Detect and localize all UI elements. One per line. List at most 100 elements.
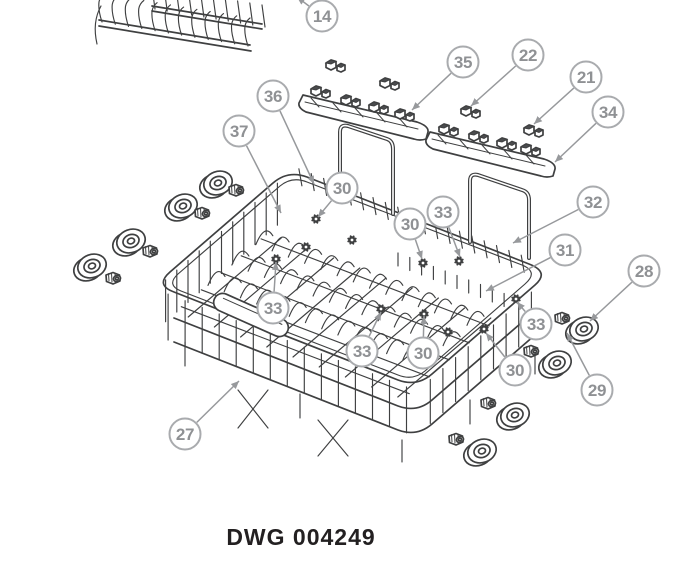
axle-bolt	[142, 244, 160, 258]
upper-tine-rack	[94, 0, 266, 52]
callout-33-bubble	[256, 291, 290, 325]
axle-bolt	[105, 271, 123, 285]
leader-line	[411, 72, 452, 111]
wheel	[69, 249, 111, 286]
axle-bolt	[448, 432, 466, 446]
callout-28-number: 28	[635, 262, 653, 281]
leader-line	[368, 311, 382, 337]
axle-bolt	[523, 344, 541, 358]
callout-30-bubble	[406, 336, 440, 370]
basket-underside-braces	[237, 389, 349, 457]
wheel	[492, 398, 534, 435]
wheel	[534, 346, 576, 383]
callout-30-number: 30	[333, 179, 351, 198]
callout-30-number: 30	[414, 344, 432, 363]
callout-30-bubble	[393, 207, 427, 241]
leader-line	[512, 208, 579, 244]
callout-33-number: 33	[264, 299, 282, 318]
basket-rim-outer	[162, 173, 543, 384]
leader-line	[414, 239, 423, 260]
axle-bolt	[554, 311, 572, 325]
callout-31-bubble	[548, 233, 582, 267]
callout-30-number: 30	[401, 215, 419, 234]
basket-rear-left-wall-wires	[165, 182, 278, 323]
leader-line	[566, 332, 590, 376]
callout-21-number: 21	[577, 68, 595, 87]
callout-30-bubble	[325, 171, 359, 205]
callout-34-bubble	[591, 95, 625, 129]
wall-wire	[165, 182, 278, 323]
leader-line	[279, 110, 315, 185]
callout-33-bubble	[519, 307, 553, 341]
wheel	[459, 434, 501, 471]
callout-14-number: 14	[313, 7, 332, 26]
callout-30-bubble	[498, 353, 532, 387]
callout-21-bubble	[569, 60, 603, 94]
callout-30-number: 30	[506, 361, 524, 380]
mounting-clip	[325, 59, 346, 73]
callout-29-bubble	[580, 373, 614, 407]
leader-line	[516, 301, 526, 312]
callout-37-bubble	[222, 114, 256, 148]
tine-clip	[417, 257, 429, 269]
fold-down-frame-right	[468, 172, 531, 260]
basket-front-wall-wires	[167, 291, 532, 434]
floor-wire	[180, 237, 492, 398]
upper-rack-tine	[98, 0, 266, 47]
wheel	[160, 189, 202, 226]
callout-36-number: 36	[264, 87, 282, 106]
callout-34-number: 34	[599, 103, 618, 122]
tine-clip	[300, 241, 312, 253]
callout-29-number: 29	[588, 381, 606, 400]
callout-31-number: 31	[556, 241, 574, 260]
leader-line	[420, 315, 428, 337]
basket-feet	[184, 341, 536, 463]
mounting-clip	[460, 105, 481, 119]
callout-35-bubble	[446, 45, 480, 79]
basket-floor-grid	[180, 237, 492, 398]
axle-bolt	[228, 183, 246, 197]
callout-33-bubble	[426, 195, 460, 229]
upper-rack-tines	[98, 0, 266, 47]
wall-wire	[167, 291, 532, 434]
leader-line	[485, 256, 551, 292]
callout-27-bubble	[168, 417, 202, 451]
leader-line	[589, 281, 633, 322]
callout-35-number: 35	[454, 53, 472, 72]
leader-line	[271, 261, 279, 292]
leader-line	[448, 227, 461, 258]
callout-22-bubble	[511, 38, 545, 72]
basket-rim-inner	[172, 179, 532, 378]
tine-clip	[453, 255, 465, 267]
leader-line	[245, 145, 282, 214]
callout-14-bubble	[305, 0, 339, 33]
leader-line	[297, 0, 310, 7]
callout-22-number: 22	[519, 46, 537, 65]
axle-bolt	[194, 206, 212, 220]
leader-line	[470, 65, 517, 107]
callout-33-number: 33	[527, 315, 545, 334]
tine-clip	[346, 234, 358, 246]
callout-27-number: 27	[176, 425, 194, 444]
callout-28-bubble	[627, 254, 661, 288]
leader-line	[196, 380, 240, 423]
drawing-number-label: DWG 004249	[226, 524, 376, 550]
axle-bolt	[480, 396, 498, 410]
callout-33-bubble	[345, 334, 379, 368]
callout-33-number: 33	[434, 203, 452, 222]
leader-line	[317, 200, 333, 218]
mounting-clip	[379, 77, 400, 91]
leader-line	[533, 87, 575, 125]
mounting-clip	[310, 85, 331, 99]
callout-32-number: 32	[584, 193, 602, 212]
leader-line	[554, 122, 597, 163]
callout-37-number: 37	[230, 122, 248, 141]
callout-33-number: 33	[353, 342, 371, 361]
fold-down-frame-left	[338, 123, 395, 216]
leader-line	[485, 332, 506, 358]
callout-36-bubble	[256, 79, 290, 113]
callout-32-bubble	[576, 185, 610, 219]
